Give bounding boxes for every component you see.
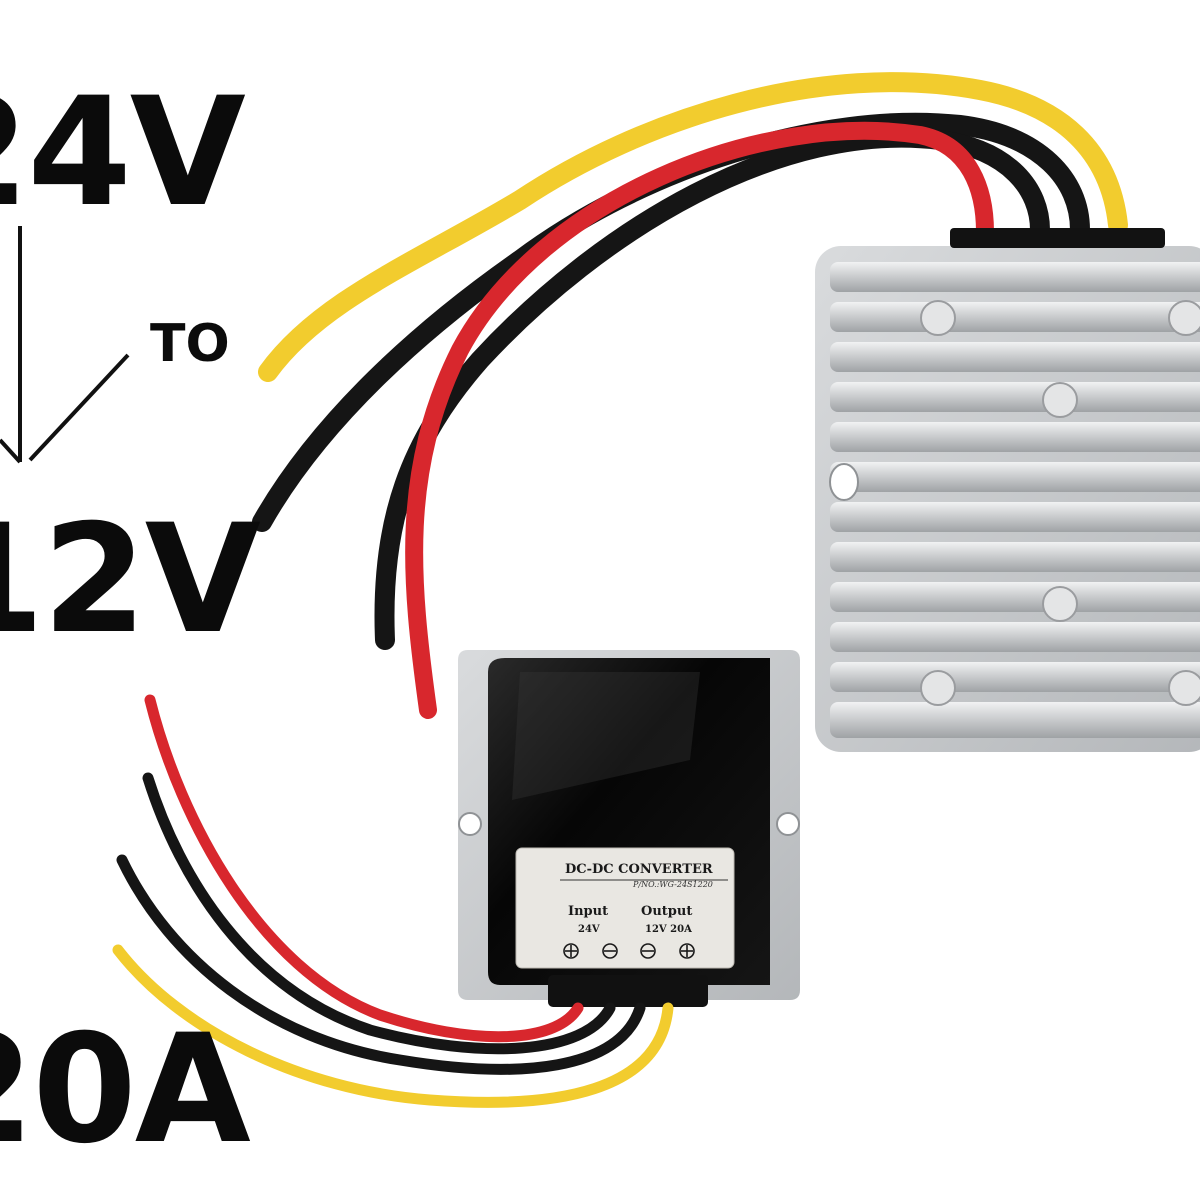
arrow-icon bbox=[0, 226, 130, 464]
label-title: DC-DC CONVERTER bbox=[565, 862, 713, 877]
to-text: TO bbox=[150, 314, 230, 374]
label-input-heading: Input bbox=[568, 904, 609, 919]
lower-unit-wires bbox=[112, 694, 674, 1108]
mounting-hole-icon bbox=[776, 812, 800, 836]
output-current-text: 20A bbox=[0, 1003, 251, 1177]
label-part-number: P/NO.:WG-24S1220 bbox=[633, 880, 713, 889]
mounting-hole-icon bbox=[458, 812, 482, 836]
terminal-icons bbox=[563, 943, 695, 959]
screw-icon bbox=[920, 300, 1200, 706]
output-voltage-text: 12V bbox=[0, 493, 261, 667]
potted-converter bbox=[458, 650, 800, 1007]
heatsink-converter bbox=[815, 228, 1200, 752]
upper-unit-wires bbox=[252, 72, 1128, 719]
mounting-hole-icon bbox=[829, 463, 859, 501]
label-input-value: 24V bbox=[578, 924, 600, 935]
input-voltage-text: 24V bbox=[0, 66, 246, 240]
label-output-value: 12V 20A bbox=[645, 924, 692, 935]
label-output-heading: Output bbox=[641, 904, 693, 919]
product-label bbox=[515, 847, 735, 969]
